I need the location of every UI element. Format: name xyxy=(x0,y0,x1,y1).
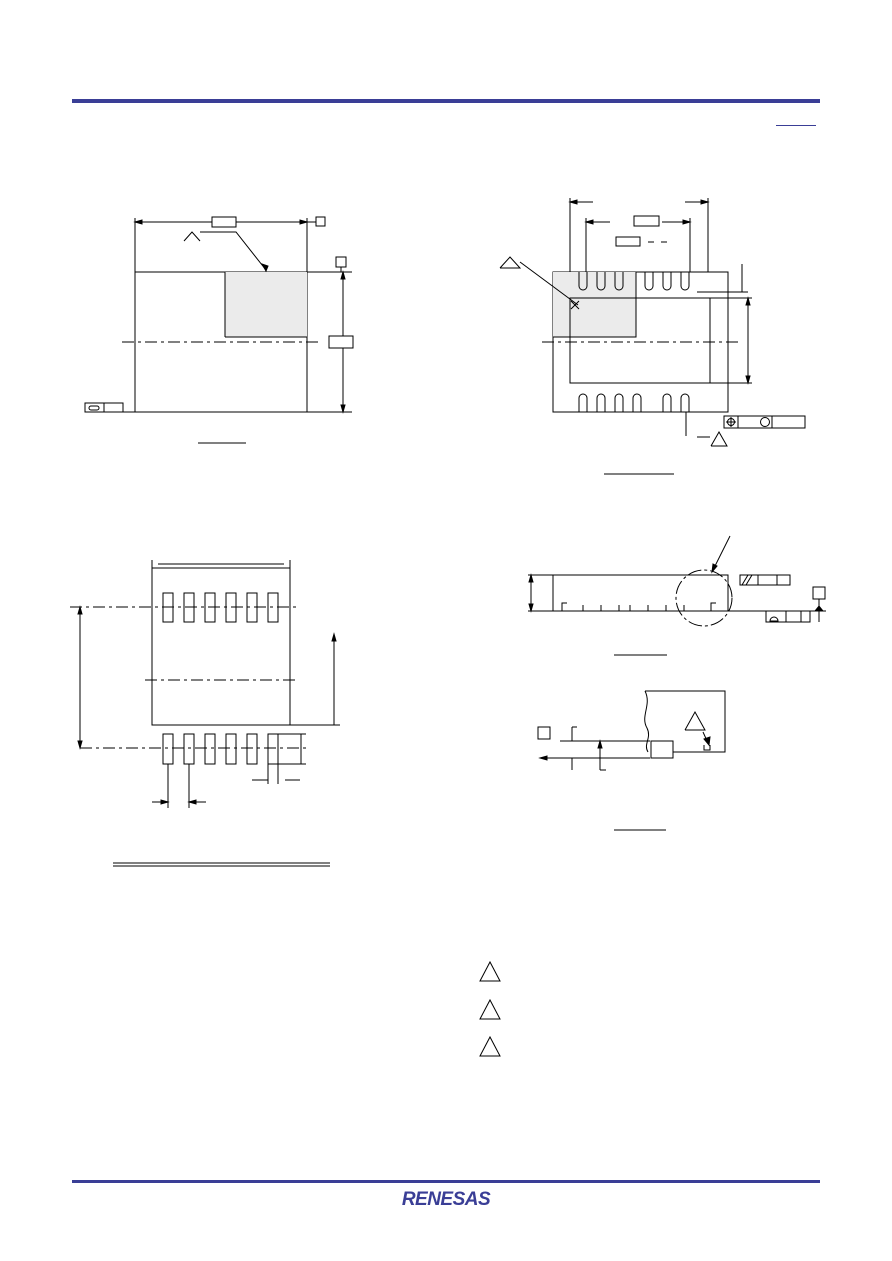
height-dimension-box xyxy=(328,335,354,349)
span-dimension-box xyxy=(633,215,660,227)
side-view xyxy=(528,535,826,656)
datum-c-box xyxy=(812,586,826,600)
detail-note-marker xyxy=(684,710,706,731)
pitch-dimension-box xyxy=(615,236,641,247)
note-marker-2 xyxy=(479,998,501,1020)
datum-b-box xyxy=(335,256,347,268)
bottom-index-area xyxy=(553,272,636,337)
logo-text: RENESAS xyxy=(402,1189,491,1210)
pin1-index-marker xyxy=(183,231,201,242)
note-marker-3 xyxy=(479,1035,501,1057)
land-pattern xyxy=(70,560,340,867)
position-tolerance-frame xyxy=(723,415,806,429)
detail-view xyxy=(537,690,726,831)
exposed-pad xyxy=(569,297,711,384)
terminal-row-bottom xyxy=(578,393,690,412)
detail-circle xyxy=(675,569,733,627)
width-dimension-box xyxy=(211,216,237,228)
top-view xyxy=(84,216,354,444)
detail-break-outline xyxy=(644,690,726,753)
datum-d-box xyxy=(537,726,551,740)
seating-plane-frame xyxy=(765,610,811,623)
side-terminals xyxy=(561,602,716,611)
terminal-row-top xyxy=(578,272,690,291)
side-view-body xyxy=(552,574,729,612)
index-note-marker xyxy=(499,256,522,269)
pin1-index-area xyxy=(225,272,307,337)
side-parallel-frame xyxy=(739,574,791,586)
top-link[interactable] xyxy=(776,125,816,126)
flatness-icon xyxy=(88,405,100,411)
header-rule xyxy=(72,99,820,103)
footer-rule xyxy=(72,1180,820,1183)
renesas-logo: RENESAS xyxy=(402,1189,492,1210)
land-pattern-body xyxy=(151,567,291,726)
datum-a-box xyxy=(315,216,326,227)
note-marker-1 xyxy=(479,960,501,982)
land-row-top xyxy=(162,592,279,623)
detail-terminal xyxy=(650,740,674,759)
land-row-bottom xyxy=(162,733,279,765)
terminal-note-marker xyxy=(710,430,728,447)
notes-list xyxy=(479,960,501,1057)
bottom-view xyxy=(499,198,806,475)
